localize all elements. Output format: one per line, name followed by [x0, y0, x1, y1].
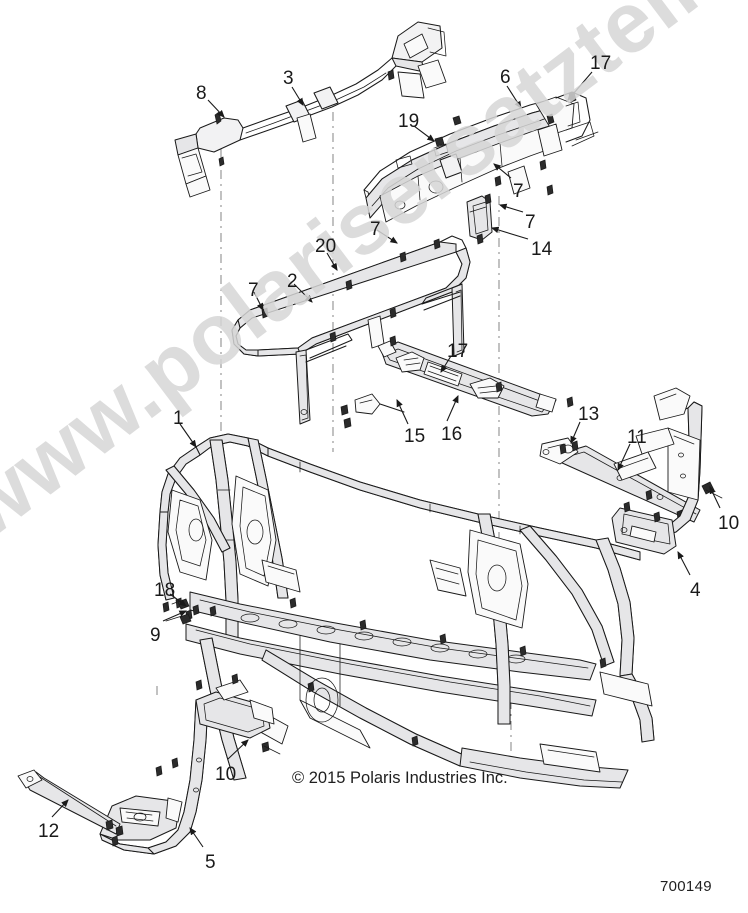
leader-line-17	[440, 355, 452, 373]
leader-line-16	[446, 394, 459, 422]
callout-number-13: 13	[578, 404, 600, 425]
callout-number-10: 10	[718, 513, 740, 534]
leader-line-14	[490, 226, 529, 240]
leader-line-3	[291, 86, 304, 106]
leader-line-17	[567, 71, 593, 101]
part-1-main-chassis	[157, 433, 655, 789]
callout-number-6: 6	[500, 67, 511, 88]
callout-number-10: 10	[215, 764, 237, 785]
part-3-upper-crossmember	[174, 21, 447, 198]
callout-number-4: 4	[690, 580, 701, 601]
copyright-notice: © 2015 Polaris Industries Inc.	[292, 769, 508, 787]
callout-number-11: 11	[627, 427, 647, 448]
diagram-part-number: 700149	[660, 878, 712, 895]
part-6-rear-panel	[363, 91, 599, 223]
leader-line-15	[396, 399, 409, 425]
leader-line-7	[493, 163, 512, 179]
callout-number-7: 7	[513, 181, 524, 202]
callout-number-14: 14	[531, 239, 553, 260]
leader-line-20	[326, 252, 338, 271]
callout-number-8: 8	[196, 83, 207, 104]
callout-number-19: 19	[398, 111, 420, 132]
leader-line-10	[709, 486, 721, 509]
leader-line-11	[617, 443, 631, 471]
leader-line-5	[189, 827, 204, 848]
leader-line-7	[498, 203, 524, 213]
leader-line-10	[227, 739, 249, 760]
part-4-rear-bumper	[611, 387, 723, 555]
part-14-bracket	[466, 193, 493, 245]
callout-number-3: 3	[283, 68, 294, 89]
callout-number-20: 20	[315, 236, 337, 257]
callout-number-17: 17	[447, 341, 469, 362]
callout-number-12: 12	[38, 821, 60, 842]
leader-line-6	[506, 85, 522, 109]
part-12-lower-rod	[17, 769, 124, 837]
part-2-roof-frame	[231, 235, 471, 425]
callout-number-16: 16	[441, 424, 463, 445]
part-5-nerf-bar	[99, 673, 281, 855]
leader-line-7	[253, 291, 264, 311]
callout-number-7: 7	[248, 280, 259, 301]
part-16-center-brace	[340, 335, 574, 429]
callout-number-5: 5	[205, 852, 216, 873]
callout-number-17: 17	[590, 53, 612, 74]
leader-line-9	[162, 610, 188, 622]
leader-line-19	[413, 125, 435, 142]
leader-line-7	[376, 229, 398, 244]
leader-line-1	[179, 423, 197, 448]
leader-line-12	[51, 799, 69, 818]
callout-number-7: 7	[370, 219, 381, 240]
leader-line-4	[677, 551, 691, 576]
callout-number-9: 9	[150, 625, 161, 646]
callout-number-18: 18	[154, 580, 176, 601]
callout-leaders	[51, 71, 721, 848]
leader-line-13	[570, 421, 581, 445]
leader-line-8	[207, 99, 225, 118]
callout-number-15: 15	[404, 426, 426, 447]
callout-number-1: 1	[173, 408, 184, 429]
leader-line-18	[169, 593, 187, 607]
callout-number-2: 2	[287, 271, 298, 292]
callout-number-7: 7	[525, 212, 536, 233]
leader-line-2	[293, 283, 313, 303]
